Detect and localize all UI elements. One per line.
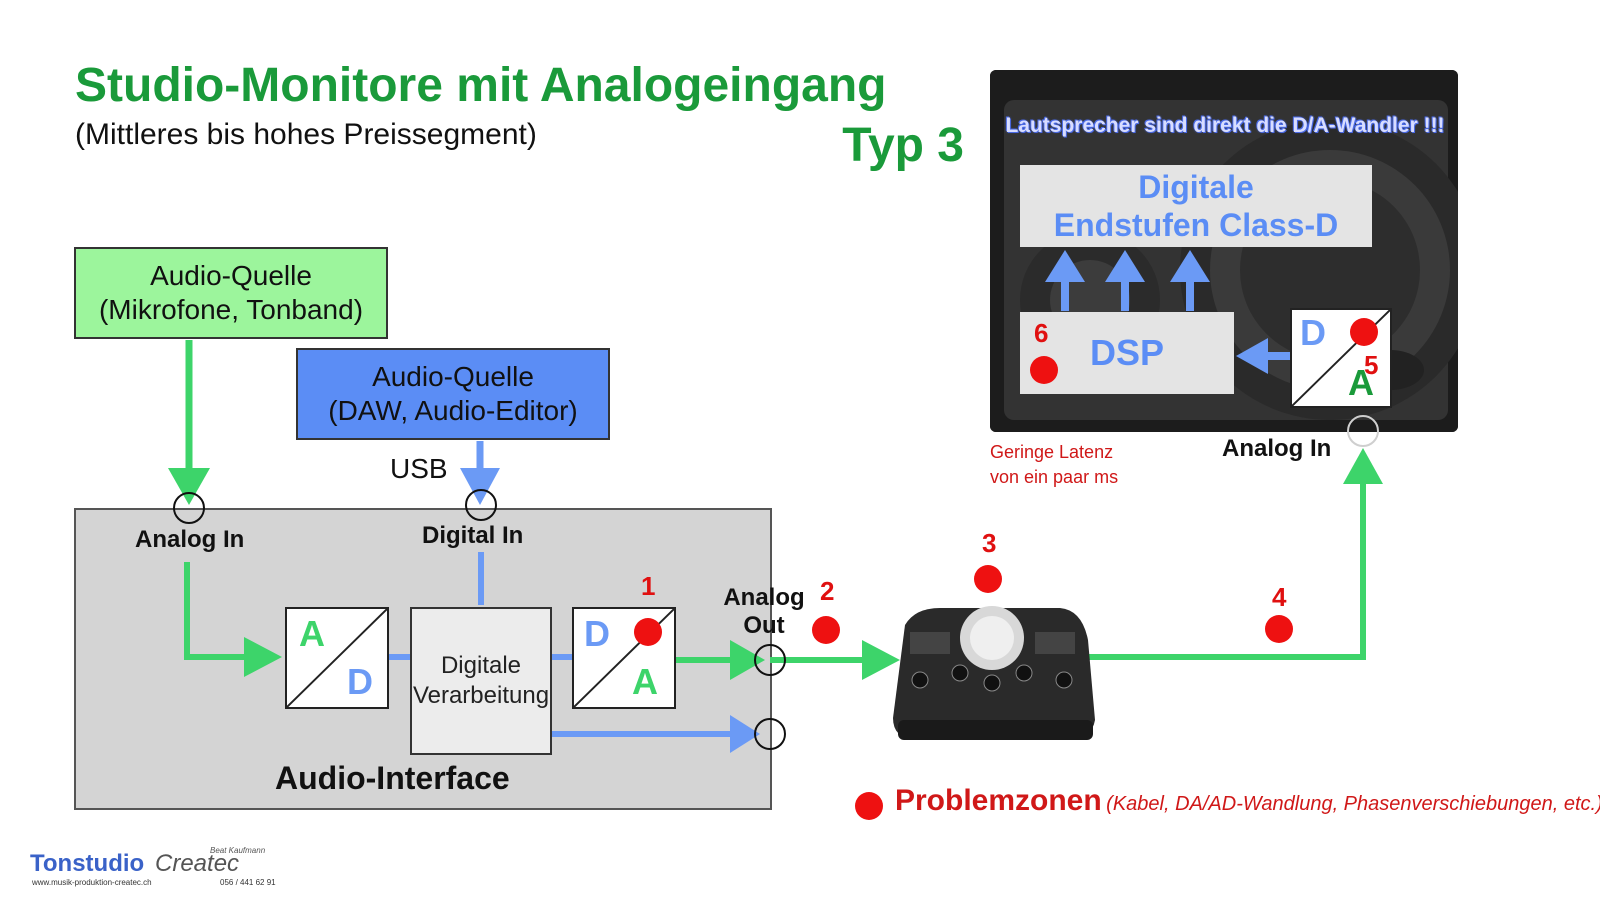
speaker-note: Lautsprecher sind direkt die D/A-Wandler… xyxy=(1005,114,1445,137)
ad-converter-box: A D xyxy=(285,607,389,709)
problem-dot-3 xyxy=(974,565,1002,593)
speaker-da-bottom-letter: A xyxy=(1348,362,1374,403)
connector-circle-icon xyxy=(173,415,1379,750)
controller-to-speaker-line xyxy=(1085,448,1383,660)
usb-line xyxy=(460,441,500,505)
brand-name1: Tonstudio xyxy=(30,850,145,877)
speaker-da-top-letter: D xyxy=(1300,312,1326,353)
digital-processing-box: Digitale Verarbeitung xyxy=(410,607,552,755)
analog-source-line1: Audio-Quelle xyxy=(150,260,312,291)
amps-line1: Digitale xyxy=(1138,169,1254,205)
analog-out-line2: Out xyxy=(743,612,785,639)
analog-in-to-ad-line xyxy=(184,562,282,677)
analog-out-line1: Analog xyxy=(723,584,805,611)
processing-line1: Digitale xyxy=(440,652,522,679)
problem-dot-4 xyxy=(1265,615,1293,643)
analog-out-label: Analog Out xyxy=(712,584,816,640)
digital-source-line1: Audio-Quelle xyxy=(372,361,534,392)
dsp-label: DSP xyxy=(1089,332,1165,373)
da-converter-box: D A xyxy=(572,607,676,709)
latency-line2: von ein paar ms xyxy=(990,467,1119,487)
legend-note: (Kabel, DA/AD-Wandlung, Phasenverschiebu… xyxy=(1106,793,1600,815)
latency-line1: Geringe Latenz xyxy=(990,442,1114,462)
problem-dot-5 xyxy=(1350,318,1378,346)
legend-label: Problemzonen xyxy=(895,784,1102,817)
problem-number-6: 6 xyxy=(1034,318,1049,348)
analog-in-label: Analog In xyxy=(135,526,245,553)
problem-number-5: 5 xyxy=(1364,350,1379,380)
class-d-amps-box: Digitale Endstufen Class-D xyxy=(1020,165,1372,247)
problem-dot-6 xyxy=(1030,356,1058,384)
digital-source-box: Audio-Quelle (DAW, Audio-Editor) xyxy=(296,348,610,440)
type-label: Typ 3 xyxy=(842,119,964,172)
problem-number-3: 3 xyxy=(982,528,997,558)
interface-title: Audio-Interface xyxy=(275,760,510,796)
dsp-box: DSP xyxy=(1020,312,1234,394)
problem-dot-1 xyxy=(634,618,662,646)
page-title: Studio-Monitore mit Analogeingang xyxy=(75,59,887,112)
latency-note: Geringe Latenz von ein paar ms xyxy=(990,440,1118,490)
ad-bottom-letter: D xyxy=(347,661,373,702)
digital-in-label: Digital In xyxy=(422,522,524,549)
page-subtitle: (Mittleres bis hohes Preissegment) xyxy=(75,118,537,151)
brand-url: www.musik-produktion-createc.ch xyxy=(32,878,152,887)
problem-number-4: 4 xyxy=(1272,582,1287,612)
brand-owner: Beat Kaufmann xyxy=(210,846,266,855)
legend-dot xyxy=(855,791,883,820)
speaker-analog-in-label: Analog In xyxy=(1222,435,1332,462)
amps-line2: Endstufen Class-D xyxy=(1053,207,1339,243)
dsp-to-amps-arrows xyxy=(1045,250,1210,311)
problem-number-1: 1 xyxy=(641,571,656,601)
da-top-letter: D xyxy=(584,613,610,654)
brand-phone: 056 / 441 62 91 xyxy=(220,878,276,887)
monitor-controller-icon xyxy=(893,606,1095,740)
da-bottom-letter: A xyxy=(632,661,658,702)
processing-line2: Verarbeitung xyxy=(412,682,550,709)
legend: Problemzonen (Kabel, DA/AD-Wandlung, Pha… xyxy=(855,784,1600,820)
analog-source-line2: (Mikrofone, Tonband) xyxy=(98,294,364,325)
analog-source-line xyxy=(168,340,210,505)
usb-label: USB xyxy=(390,453,448,484)
speaker-da-to-dsp-arrow xyxy=(1236,338,1290,374)
digital-out-line xyxy=(550,715,760,753)
problem-dot-2 xyxy=(812,616,840,644)
problem-number-2: 2 xyxy=(820,576,835,606)
da-to-analog-out-line xyxy=(675,640,765,680)
analog-source-box: Audio-Quelle (Mikrofone, Tonband) xyxy=(74,247,388,339)
ad-top-letter: A xyxy=(299,613,325,654)
digital-source-line2: (DAW, Audio-Editor) xyxy=(328,395,578,426)
out-to-controller-line xyxy=(770,640,900,680)
brand-name2: Createc xyxy=(155,850,240,877)
brand-logo: Tonstudio Createc Beat Kaufmann www.musi… xyxy=(30,846,280,887)
